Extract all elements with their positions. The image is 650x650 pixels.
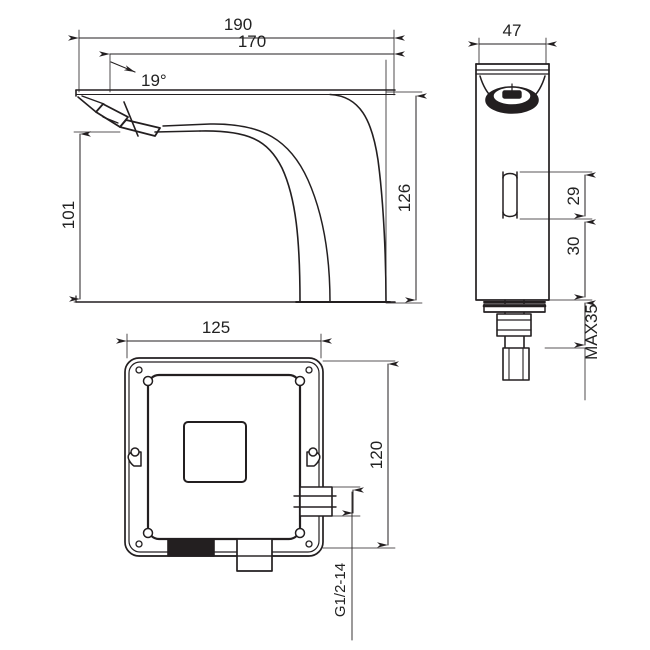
dimension-label-19-degree: 19° [141,71,167,90]
dimension-label-120: 120 [367,441,386,469]
dimension-label-g12-14: G1/2-14 [332,563,349,617]
dimension-120 [322,360,399,549]
dimension-101 [69,131,121,303]
plan-view-geometry [124,357,337,572]
dimension-label-29: 29 [564,187,583,206]
dimension-label-101: 101 [59,201,78,229]
dimension-label-126: 126 [395,184,414,212]
dimension-30 [548,219,596,301]
dimension-29 [519,171,596,220]
dimension-max35 [544,300,596,401]
dimension-label-max35: MAX35 [582,304,601,360]
dimension-125 [116,333,332,359]
front-view-geometry [75,89,396,303]
side-view-geometry [475,63,550,381]
dimension-connector-height [331,486,364,517]
dimension-170 [99,51,405,93]
dimension-47 [468,37,557,65]
dimension-label-190: 190 [224,15,252,34]
dimension-label-47: 47 [503,21,522,40]
dimension-label-30: 30 [564,237,583,256]
dimension-19-degree-leader [110,61,136,73]
dimension-label-125: 125 [202,318,230,337]
dimension-126 [385,59,427,304]
dimension-190 [68,29,405,96]
dimension-label-170: 170 [238,32,266,51]
